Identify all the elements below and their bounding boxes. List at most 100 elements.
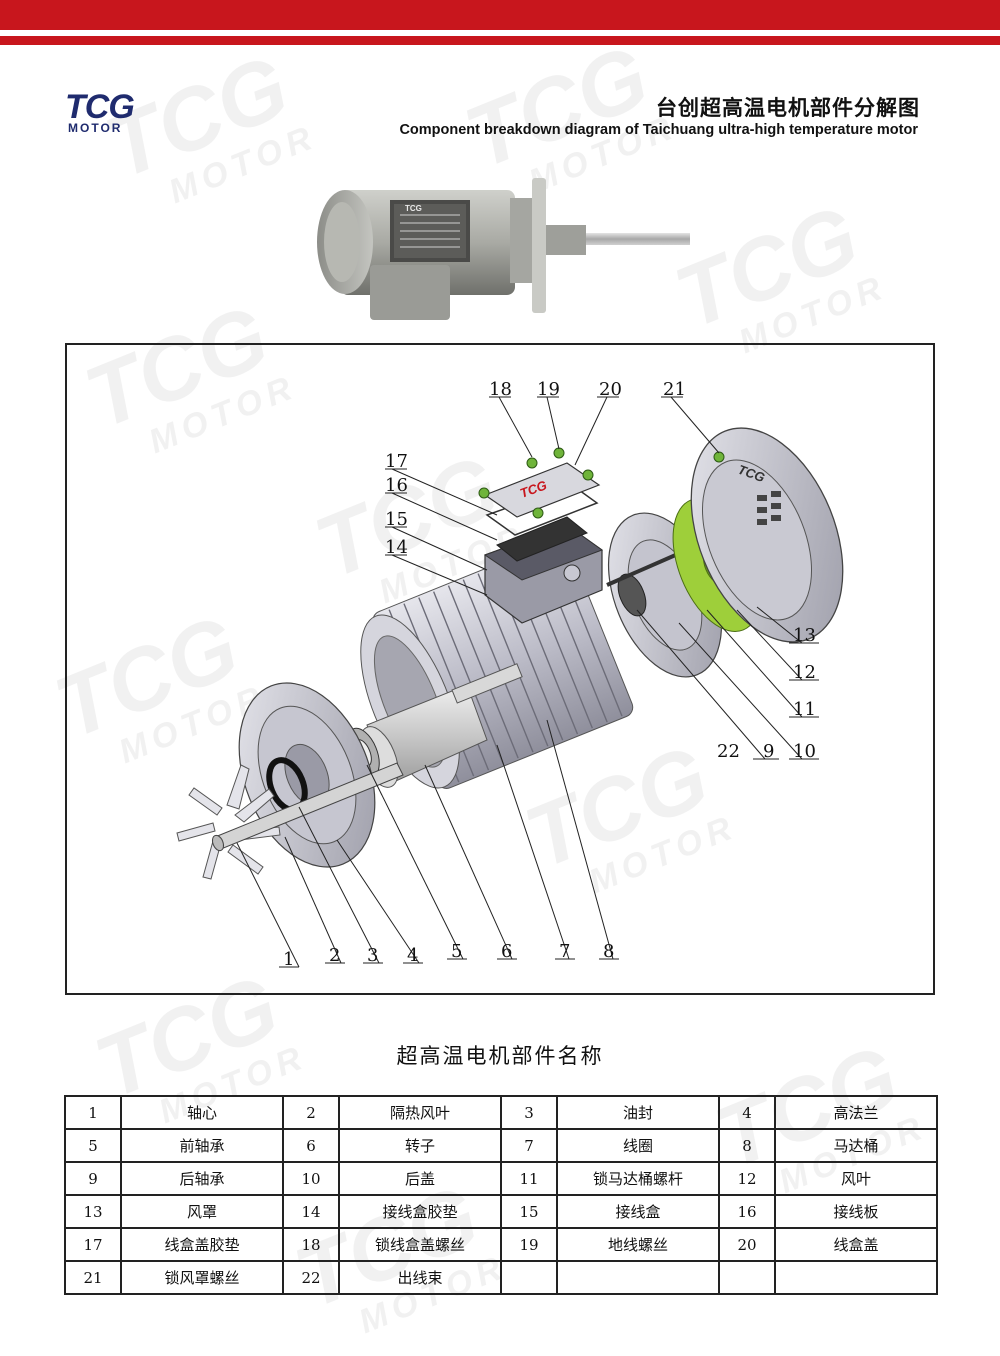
part-number-cell: 1 [64,1095,122,1130]
part-number: 18 [489,379,512,400]
part-name-cell: 后盖 [338,1161,502,1196]
part-number: 1 [283,949,294,970]
fan-cover: TCG [690,427,844,643]
diagram-canvas: TCG TCG [176,379,844,970]
part-number: 12 [793,662,816,683]
part-number: 7 [559,941,570,962]
terminal-board [496,516,588,562]
part-number: 8 [603,941,614,962]
tcg-logo: TCG MOTOR [65,88,140,135]
part-name-cell: 轴心 [120,1095,284,1130]
part-name-cell: 锁马达桶螺杆 [556,1161,720,1196]
part-number-cell: 19 [500,1227,558,1262]
part-number-cell: 13 [64,1194,122,1229]
part-number: 14 [385,537,408,558]
part-number-cell: 7 [500,1128,558,1163]
part-name-cell: 后轴承 [120,1161,284,1196]
logo-mark: TCG [65,88,135,126]
part-name-cell: 高法兰 [774,1095,938,1130]
part-number-cell: 21 [64,1260,122,1295]
part-number: 2 [329,945,340,966]
part-number: 9 [763,741,774,762]
photo-badge: TCG [405,204,422,213]
part-name-cell [556,1260,720,1295]
part-name-cell: 线盒盖 [774,1227,938,1262]
part-name-cell: 风叶 [774,1161,938,1196]
part-number: 21 [663,379,686,400]
lead-wire [606,548,688,587]
part-number-cell: 22 [282,1260,340,1295]
exploded-diagram: TCG TCG [65,343,935,995]
part-number-cell: 14 [282,1194,340,1229]
part-name-cell: 转子 [338,1128,502,1163]
part-name-cell: 风罩 [120,1194,284,1229]
part-number-cell: 9 [64,1161,122,1196]
part-number: 13 [793,625,816,646]
part-number: 10 [793,741,816,762]
parts-table-title: 超高温电机部件名称 [396,1044,604,1068]
part-name-cell: 隔热风叶 [338,1095,502,1130]
page-title-en: Component breakdown diagram of Taichuang… [399,122,918,138]
part-number-cell: 15 [500,1194,558,1229]
part-number-cell: 4 [718,1095,776,1130]
part-number: 22 [717,741,740,762]
part-number-cell: 11 [500,1161,558,1196]
shaft [211,762,404,852]
part-name-cell: 出线束 [338,1260,502,1295]
junction-box: TCG [478,447,604,624]
part-name-cell: 油封 [556,1095,720,1130]
part-number-cell [500,1260,558,1295]
motor-photo: TCG [317,178,690,320]
part-name-cell: 接线盒胶垫 [338,1194,502,1229]
part-number-cell: 10 [282,1161,340,1196]
part-name-cell: 马达桶 [774,1128,938,1163]
part-number-cell [718,1260,776,1295]
top-red-stripe [0,36,1000,45]
part-number: 15 [385,509,408,530]
logo-sub: MOTOR [68,121,123,135]
box-cover [483,462,601,518]
part-name-cell: 线圈 [556,1128,720,1163]
rear-bearing [617,573,647,617]
part-numbers: 1 2 3 4 5 6 7 8 9 10 11 12 13 14 15 16 1… [283,379,816,970]
part-number: 19 [537,379,560,400]
part-number: 17 [385,451,408,472]
part-number-cell: 6 [282,1128,340,1163]
page-title-cn: 台创超高温电机部件分解图 [656,96,920,120]
part-number-cell: 12 [718,1161,776,1196]
part-number-cell: 20 [718,1227,776,1262]
part-number: 6 [501,941,512,962]
part-number-cell: 18 [282,1227,340,1262]
part-number-cell: 8 [718,1128,776,1163]
top-red-band [0,0,1000,30]
cover-screws [478,447,594,519]
high-flange [238,682,376,868]
part-number: 4 [407,945,418,966]
part-number: 11 [793,699,816,720]
part-name-cell: 地线螺丝 [556,1227,720,1262]
part-number: 20 [599,379,622,400]
part-number: 3 [367,945,378,966]
part-name-cell: 锁风罩螺丝 [120,1260,284,1295]
part-name-cell: 前轴承 [120,1128,284,1163]
part-number-cell: 2 [282,1095,340,1130]
part-name-cell: 接线板 [774,1194,938,1229]
part-name-cell: 锁线盒盖螺丝 [338,1227,502,1262]
part-name-cell: 接线盒 [556,1194,720,1229]
leader-lines [236,396,819,968]
part-number: 16 [385,475,408,496]
part-name-cell [774,1260,938,1295]
part-number-cell: 3 [500,1095,558,1130]
insulating-fan [176,764,281,880]
part-number-cell: 17 [64,1227,122,1262]
fan-cover-screw [713,451,725,463]
part-name-cell: 线盒盖胶垫 [120,1227,284,1262]
